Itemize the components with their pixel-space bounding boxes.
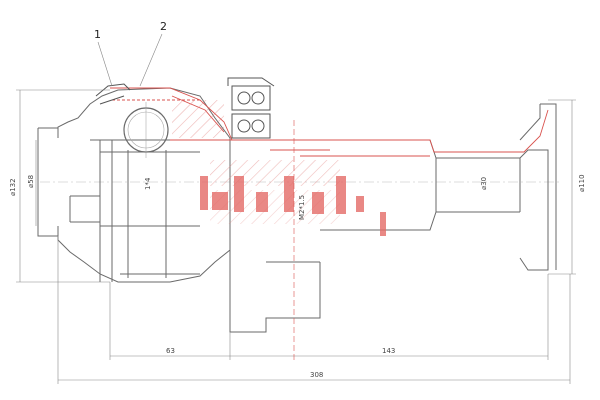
dim-right-section-length: 143 <box>382 347 395 355</box>
callout-2: 2 <box>160 20 167 33</box>
dim-right-diameter: ⌀110 <box>578 174 586 192</box>
callout-1: 1 <box>94 28 101 41</box>
section-hatch-shaft <box>210 160 340 186</box>
dim-left-inner-diameter: ⌀58 <box>27 175 35 188</box>
dim-center-a: 1*4 <box>144 177 152 190</box>
dim-center-b: M2*1.5 <box>298 195 306 220</box>
bearing <box>227 77 275 139</box>
dim-left-section-length: 63 <box>166 347 175 355</box>
section-blocks <box>200 176 386 236</box>
dim-left-diameter: ⌀132 <box>9 178 17 196</box>
section-hatch-upper <box>172 100 224 138</box>
boot-clamp <box>95 83 131 105</box>
dim-overall-length: 308 <box>310 371 323 379</box>
dim-shaft-diameter: ⌀30 <box>480 177 488 190</box>
dimension-lines <box>16 33 576 384</box>
section-shaft <box>270 109 549 157</box>
